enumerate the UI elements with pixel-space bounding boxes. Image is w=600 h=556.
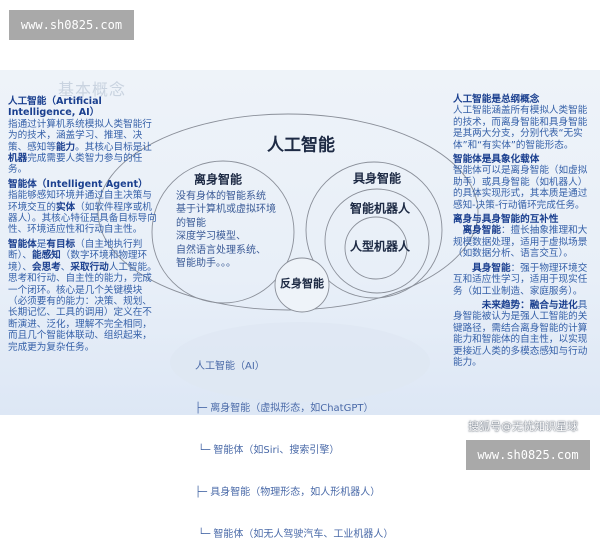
watermark-top: www.sh0825.com [9,10,134,40]
paragraph: 离身与具身智能的互补性 离身智能：擅长抽象推理和大规模数据处理，适用于虚拟场景（… [453,214,595,260]
smart-robot-circle [324,188,430,294]
source-watermark: 搜狐号@无忧知识星球 [468,420,578,433]
body-text: ：擅长抽象推理和大规模数据处理，适用于虚拟场景（如数据分析、语言交互）。 [453,225,588,260]
paragraph-heading: 智能体是具象化载体 [453,154,540,166]
paragraph: 人工智能（Artificial Intelligence, AI）指通过计算机系… [8,96,160,176]
disembodied-description: 没有身体的智能系统 基于计算机或虚拟环境 的智能 深度学习模型、 自然语言处理系… [176,190,276,270]
smart-robot-label: 智能机器人 [349,201,411,216]
humanoid-robot-label: 人型机器人 [349,239,411,254]
emphasis-text: 有目标 [46,238,76,250]
disembodied-label: 离身智能 [193,172,243,187]
body-text: 人工智能。思考和行动、自主性的能力，完成一个闭环。核心是几个关键模块（必须要有的… [8,261,157,353]
body-text: 完成需要人类智力参与的任务。 [8,153,143,176]
emphasis-text: 能力 [55,141,76,153]
paragraph: 未来趋势：融合与进化具身智能被认为是强人工智能的关键路径，需结合离身智能的计算能… [453,300,595,368]
body-text: 具身智能被认为是强人工智能的关键路径，需结合离身智能的计算能力和智能体的自主性，… [453,299,588,368]
emphasis-text: 能感知 [31,250,61,262]
desc-line: 基于计算机或虚拟环境 [176,204,276,216]
body-text: ：强于物理环境交互和适应性学习，适用于现实任务（如工业制造、家庭服务）。 [453,262,588,297]
emphasis-text: 具身智能 [453,262,511,274]
emphasis-text: 离身智能 [453,225,501,237]
desc-line: 的智能 [176,217,206,229]
left-column: 人工智能（Artificial Intelligence, AI）指通过计算机系… [8,96,160,356]
humanoid-robot-circle [344,216,408,280]
ai-label: 人工智能 [267,135,335,156]
paragraph-heading: 智能体（Intelligent Agent） [8,178,148,190]
body-text: 、 [60,261,71,273]
desc-line: 没有身体的智能系统 [176,191,266,202]
desc-line: 自然语言处理系统、 [176,244,266,256]
ai-ellipse [97,113,479,311]
watermark-bottom: www.sh0825.com [466,440,590,470]
right-column: 人工智能是总纲概念人工智能涵盖所有模拟人类智能的技术，而离身智能和具身智能是其两… [453,94,595,371]
disembodied-circle [151,160,295,304]
body-text: 指能够感知环境并通过自主决策与环境交互的 [8,190,152,213]
paragraph: 智能体是具象化载体智能体可以是离身智能（如虚拟助手）或具身智能（如机器人）的具体… [453,154,595,211]
paragraph: 具身智能：强于物理环境交互和适应性学习，适用于现实任务（如工业制造、家庭服务）。 [453,263,595,297]
paragraph: 智能体（Intelligent Agent）指能够感知环境并通过自主决策与环境交… [8,179,160,236]
body-text: 指通过计算机系统模拟人类智能行为的技术，涵盖学习、推理、决策、感知等 [8,118,152,153]
emphasis-text: 实体 [55,201,76,213]
tree-line: 人工智能（AI） [195,361,265,372]
paragraph-heading: 人工智能（Artificial Intelligence, AI） [8,96,102,119]
tree-line: └─ 智能体（如Siri、搜索引擎） [195,445,340,456]
tree-line: ├─ 离身智能（虚拟形态，如ChatGPT） [195,403,374,414]
reflexive-label: 反身智能 [280,277,324,290]
emphasis-text: 采取行动 [70,261,109,273]
paragraph-heading: 人工智能是总纲概念 [453,94,540,105]
body-text: 智能体可以是离身智能（如虚拟助手）或具身智能（如机器人）的具体实现形式，其本质是… [453,165,588,211]
desc-line: 深度学习模型、 [176,231,246,243]
desc-line: 智能助手。。。 [176,258,236,270]
body-text: （如软件程序或机器人）。其核心特征是具备目标导向性、环境适应性和行动自主性。 [8,201,157,236]
venn-diagram [97,113,479,402]
tree-line: └─ 智能体（如无人驾驶汽车、工业机器人） [195,529,394,540]
body-text: 。其核心目标是让 [75,141,152,153]
body-text: 人工智能涵盖所有模拟人类智能的技术，而离身智能和具身智能是其两大分支，分别代表“… [453,105,588,151]
body-text: （自主地执行判断）、 [8,238,143,262]
emphasis-text: 未来趋势：融合与进化 [453,299,578,311]
body-text: 是 [36,238,47,250]
emphasis-text: 会思考 [31,261,61,273]
paragraph-heading: 离身与具身智能的互补性 [453,214,559,226]
emphasis-text: 智能体 [8,238,37,250]
hierarchy-tree: 人工智能（AI） ├─ 离身智能（虚拟形态，如ChatGPT） └─ 智能体（如… [195,332,393,556]
reflexive-circle [274,257,330,313]
tree-line: ├─ 具身智能（物理形态，如人形机器人） [195,487,381,498]
embodied-label: 具身智能 [352,171,402,186]
paragraph: 智能体是有目标（自主地执行判断）、能感知（数字环境和物理环境）、会思考、采取行动… [8,239,160,353]
embodied-circle [305,161,443,299]
emphasis-text: 机器 [8,153,28,165]
slide-title: 基本概念 [58,80,127,99]
paragraph: 人工智能是总纲概念人工智能涵盖所有模拟人类智能的技术，而离身智能和具身智能是其两… [453,94,595,151]
tree-backdrop [170,322,430,402]
body-text: （数字环境和物理环境）、 [8,250,148,273]
